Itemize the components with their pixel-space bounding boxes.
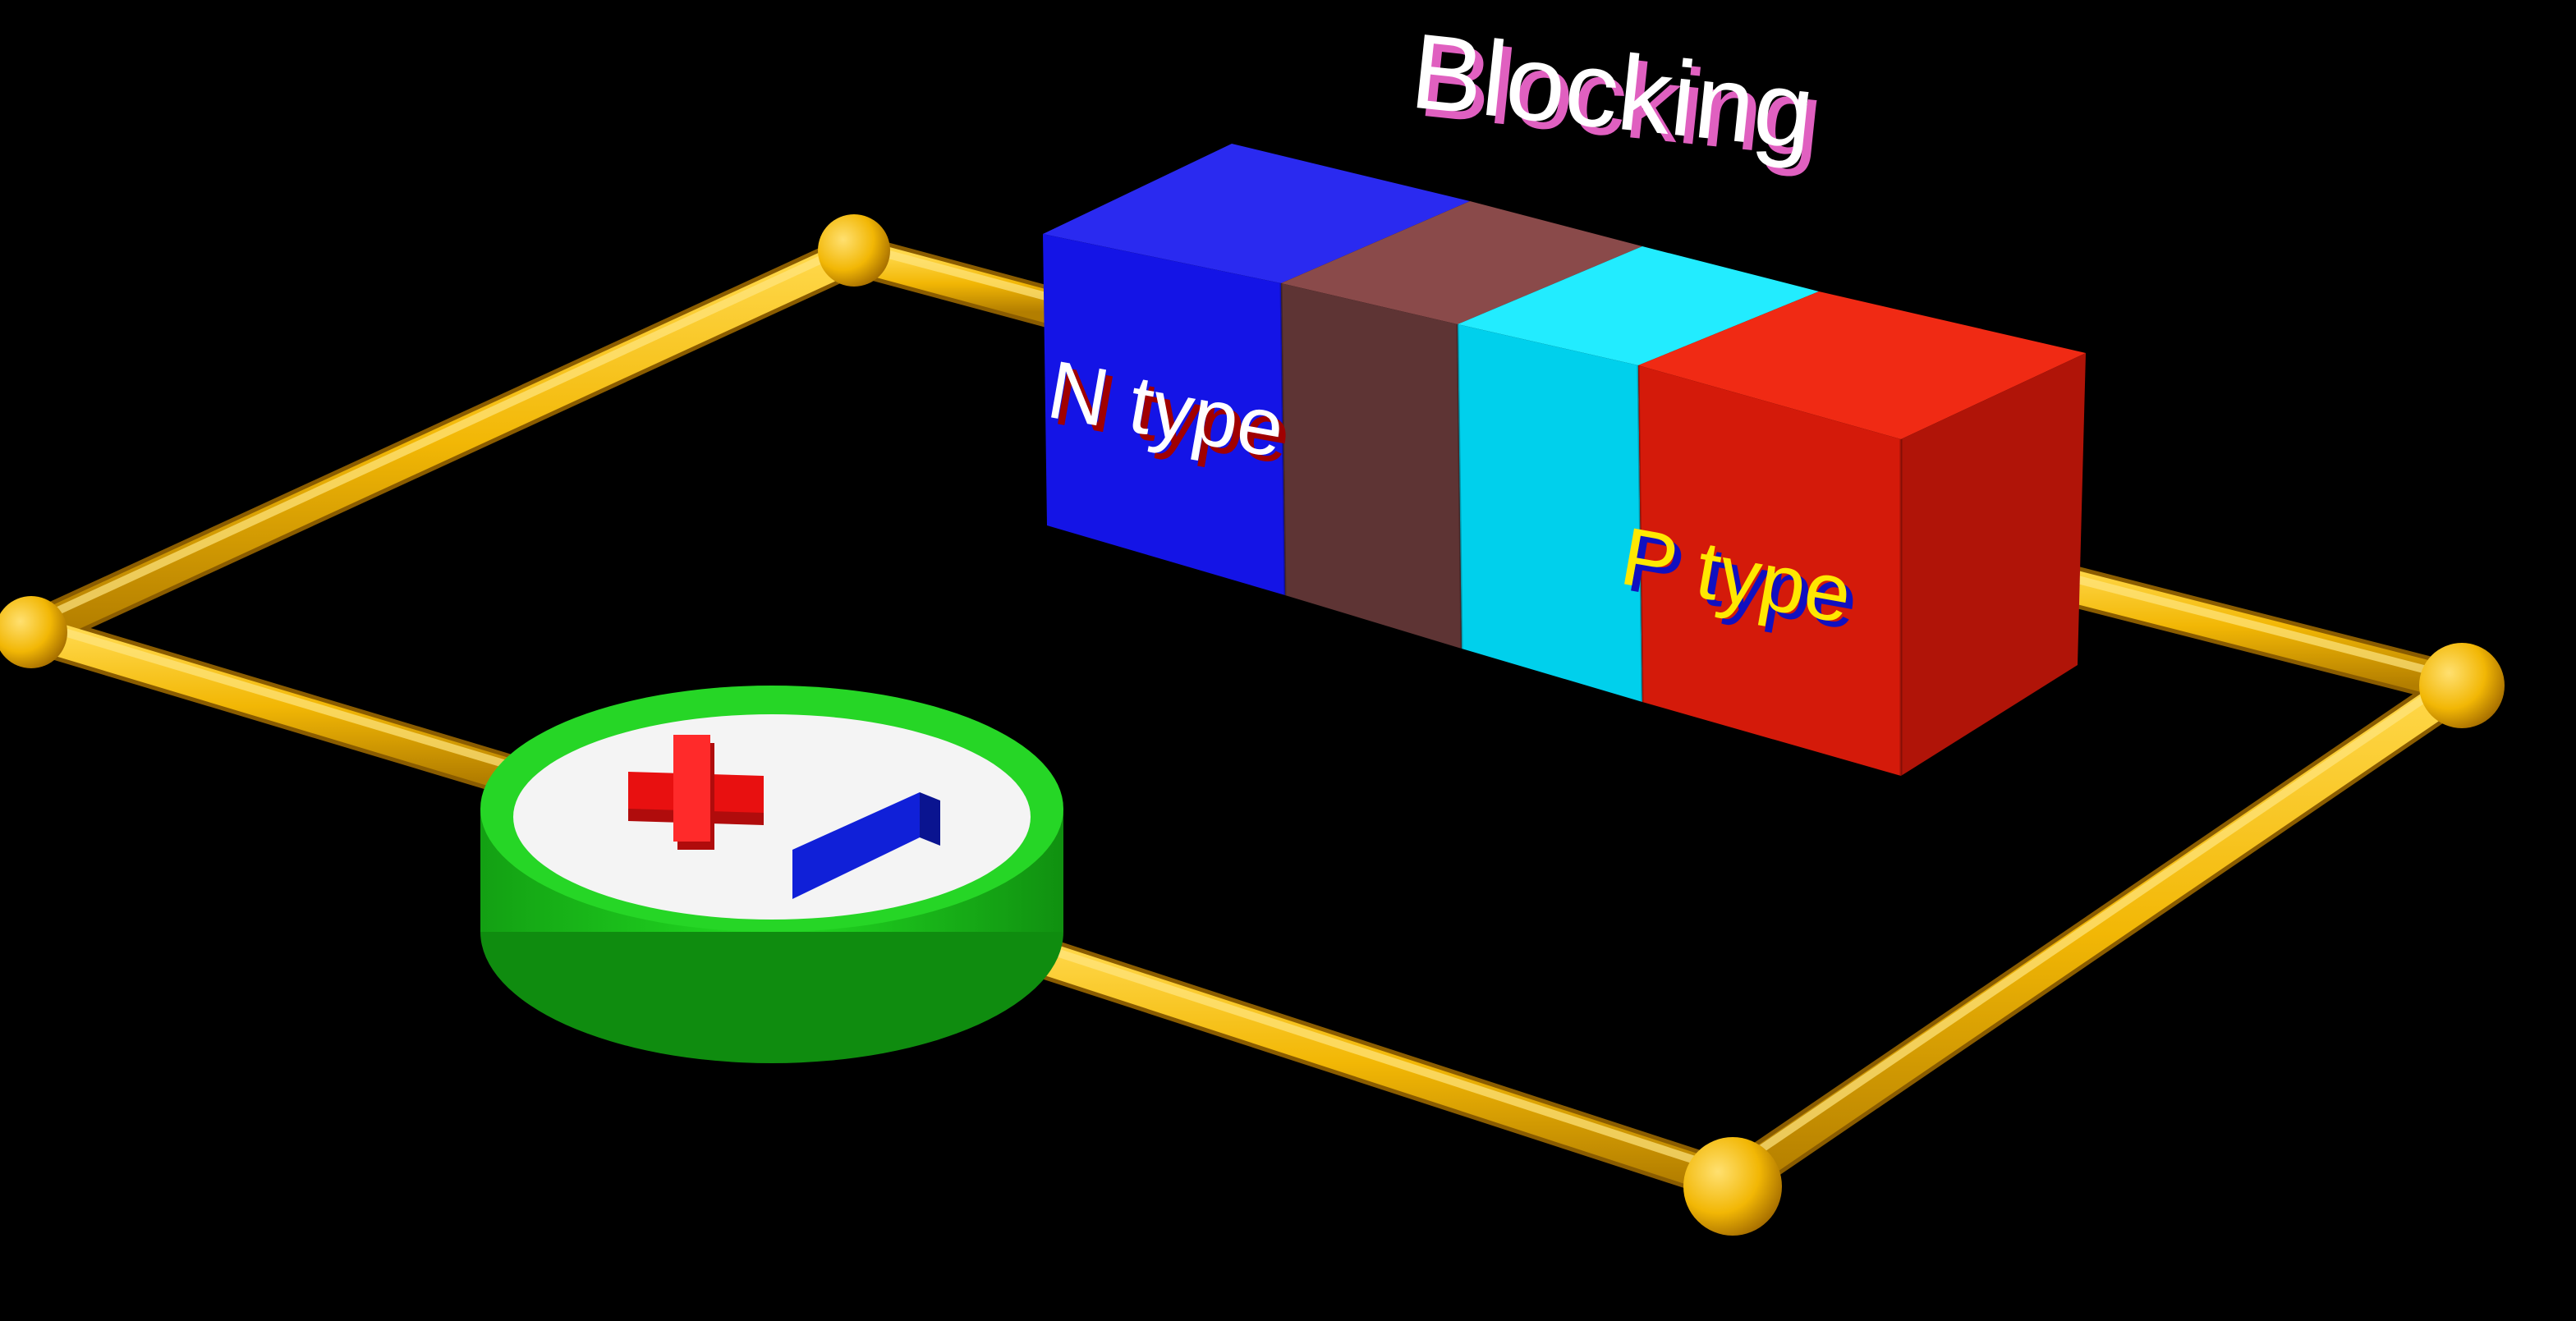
wire-joints xyxy=(0,214,2505,1236)
battery-face xyxy=(513,714,1031,920)
title-label: Blocking Blocking xyxy=(1406,11,1828,181)
diode-block xyxy=(1043,144,2086,776)
wire-joint xyxy=(2419,643,2505,728)
p-region xyxy=(1638,365,1901,776)
plus-symbol xyxy=(628,735,764,850)
minus-symbol xyxy=(792,792,940,899)
n-region xyxy=(1043,234,1285,595)
title-text: Blocking xyxy=(1406,11,1820,172)
depletion-region-p-side xyxy=(1458,324,1642,702)
wire-joint xyxy=(818,214,890,287)
n-region-top xyxy=(1043,144,1470,283)
circuit-wires xyxy=(12,234,2482,1203)
p-region-side xyxy=(1901,353,2086,776)
wire-joint xyxy=(0,596,67,668)
depletion-p-top xyxy=(1458,246,1819,365)
depletion-region-n-side xyxy=(1281,283,1462,649)
battery xyxy=(480,686,1063,1063)
wire-joint xyxy=(1683,1137,1782,1236)
depletion-n-top xyxy=(1281,201,1642,324)
p-region-top xyxy=(1638,291,2086,439)
